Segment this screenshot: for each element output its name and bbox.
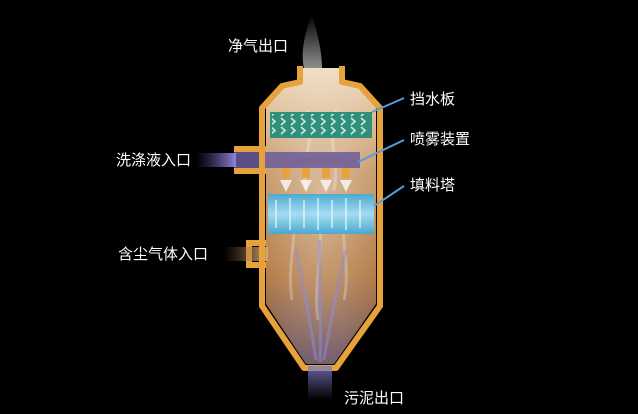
packing-texture: [275, 198, 361, 230]
label-clean-gas-outlet: 净气出口: [228, 37, 289, 55]
clean-gas-plume: [302, 14, 322, 68]
spray-pipe-inner: [234, 152, 360, 168]
sludge-streaks: [294, 239, 348, 363]
label-dusty-gas-inlet: 含尘气体入口: [118, 245, 209, 263]
label-sludge-outlet: 污泥出口: [344, 389, 405, 407]
spray-droplets: [280, 180, 352, 192]
packing-layer: [268, 194, 374, 234]
label-packed-tower: 填料塔: [410, 176, 456, 194]
label-baffle-plate: 挡水板: [410, 90, 456, 108]
washing-liquid-stream: [196, 153, 236, 167]
dusty-gas-stream: [224, 247, 268, 261]
leader-lines: [357, 97, 405, 207]
label-spray-device: 喷雾装置: [410, 130, 471, 148]
label-washing-liquid-inlet: 洗涤液入口: [116, 151, 192, 169]
baffle-chevrons: [272, 114, 370, 136]
spray-nozzles: [282, 168, 350, 178]
sludge-outlet-stream: [308, 366, 332, 400]
